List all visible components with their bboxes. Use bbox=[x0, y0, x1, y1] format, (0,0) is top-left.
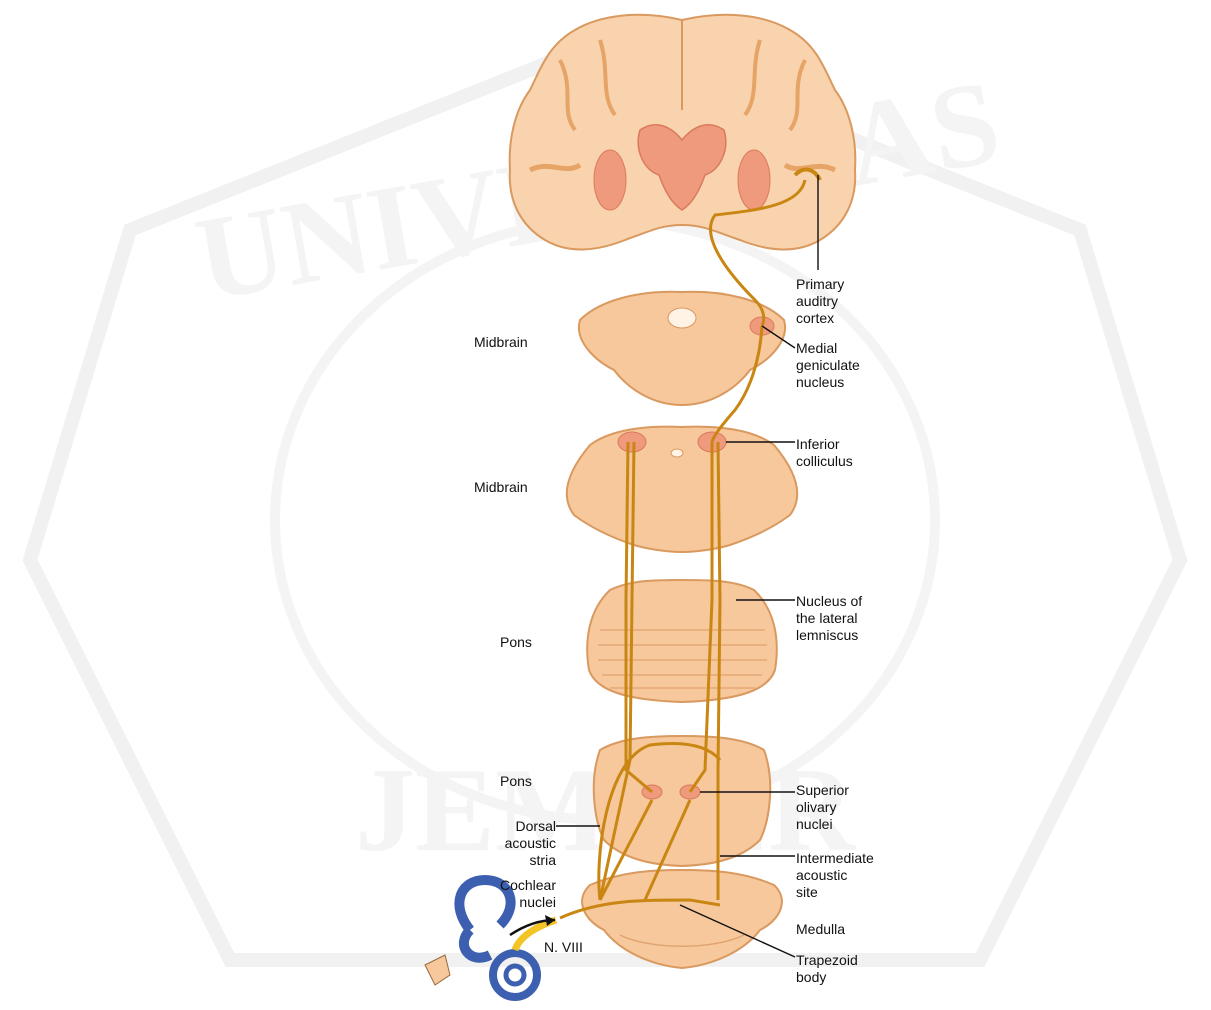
label-superior-olivary-nuclei: Superior olivary nuclei bbox=[796, 782, 849, 833]
label-pons-upper: Pons bbox=[500, 634, 532, 651]
label-medial-geniculate-nucleus: Medial geniculate nucleus bbox=[796, 340, 860, 391]
label-medulla: Medulla bbox=[796, 921, 845, 938]
basal-ganglia-left bbox=[594, 150, 626, 210]
label-intermediate-acoustic-site: Intermediate acoustic site bbox=[796, 850, 874, 901]
cerebral-aqueduct-upper bbox=[668, 308, 696, 328]
label-inferior-colliculus: Inferior colliculus bbox=[796, 436, 853, 470]
label-midbrain-upper: Midbrain bbox=[474, 334, 528, 351]
label-primary-auditory-cortex: Primary auditry cortex bbox=[796, 276, 844, 327]
cerebrum-section bbox=[510, 15, 856, 250]
label-trapezoid-body: Trapezoid body bbox=[796, 952, 858, 986]
basal-ganglia-right bbox=[738, 150, 770, 210]
label-nucleus-lateral-lemniscus: Nucleus of the lateral lemniscus bbox=[796, 593, 862, 644]
pons-upper-outline bbox=[587, 580, 777, 702]
inferior-colliculus-left bbox=[618, 432, 646, 452]
label-midbrain-lower: Midbrain bbox=[474, 479, 528, 496]
label-dorsal-acoustic-stria: Dorsal acoustic stria bbox=[480, 818, 556, 869]
midbrain-lower-section bbox=[567, 427, 797, 552]
midbrain-lower-outline bbox=[567, 427, 797, 552]
label-n-viii: N. VIII bbox=[544, 939, 583, 956]
cerebral-aqueduct-lower bbox=[671, 449, 683, 457]
midbrain-upper-section bbox=[579, 292, 785, 405]
label-cochlear-nuclei: Cochlear nuclei bbox=[470, 877, 556, 911]
label-pons-lower: Pons bbox=[500, 773, 532, 790]
cochlea-inner-icon bbox=[506, 966, 524, 984]
pons-upper-section bbox=[587, 580, 777, 702]
